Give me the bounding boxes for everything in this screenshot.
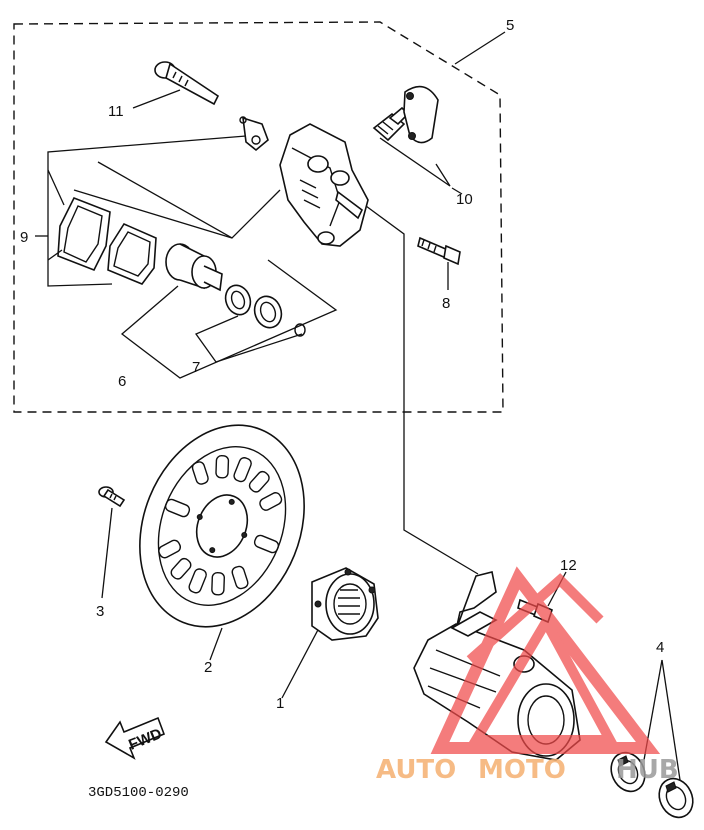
watermark-text-hub: HUB (616, 755, 679, 785)
watermark-triangle-outer (430, 566, 661, 754)
leader-lines (35, 31, 681, 781)
bleed-screw (372, 106, 410, 142)
retaining-ring (294, 323, 306, 337)
caliper-assembly-boundary (13, 21, 504, 413)
callout-1: 1 (276, 695, 284, 712)
callout-11: 11 (108, 103, 124, 120)
caliper-bracket (413, 571, 581, 761)
brake-pad-outer (57, 196, 111, 272)
drawing-code: 3GD5100-0290 (88, 785, 189, 801)
caliper-piston (165, 243, 223, 292)
watermark-triangle-inner (467, 611, 619, 745)
pin-clip (239, 116, 269, 152)
callout-10: 10 (456, 191, 473, 208)
watermark-text-auto: AUTO (376, 755, 456, 785)
bleed-cap (403, 85, 439, 144)
callout-8: 8 (442, 295, 450, 312)
callout-4: 4 (656, 639, 664, 656)
caliper-pin-bolt (154, 61, 220, 106)
wheel-hub (311, 567, 379, 641)
callout-9: 9 (20, 229, 28, 246)
collar-nut-b (658, 777, 694, 819)
piston-seal (224, 284, 252, 316)
brake-disc (139, 424, 305, 628)
dust-seal (253, 295, 283, 329)
caliper-body (279, 123, 369, 247)
callout-2: 2 (204, 659, 212, 676)
callout-3: 3 (96, 603, 104, 620)
forward-direction-arrow: FWD (104, 716, 166, 760)
disc-bolt (98, 486, 126, 508)
watermark-text: AUTO MOTO HUB (376, 755, 679, 785)
watermark-text-moto: MOTO (478, 755, 566, 785)
watermark-logo (430, 566, 661, 754)
callout-12: 12 (560, 557, 577, 574)
callout-6: 6 (118, 373, 126, 390)
watermark-triangle-mid (466, 573, 604, 664)
brake-pad-inner (107, 222, 157, 285)
callout-7: 7 (192, 359, 200, 376)
caliper-mount-bolt (417, 236, 461, 266)
callout-5: 5 (506, 17, 514, 34)
